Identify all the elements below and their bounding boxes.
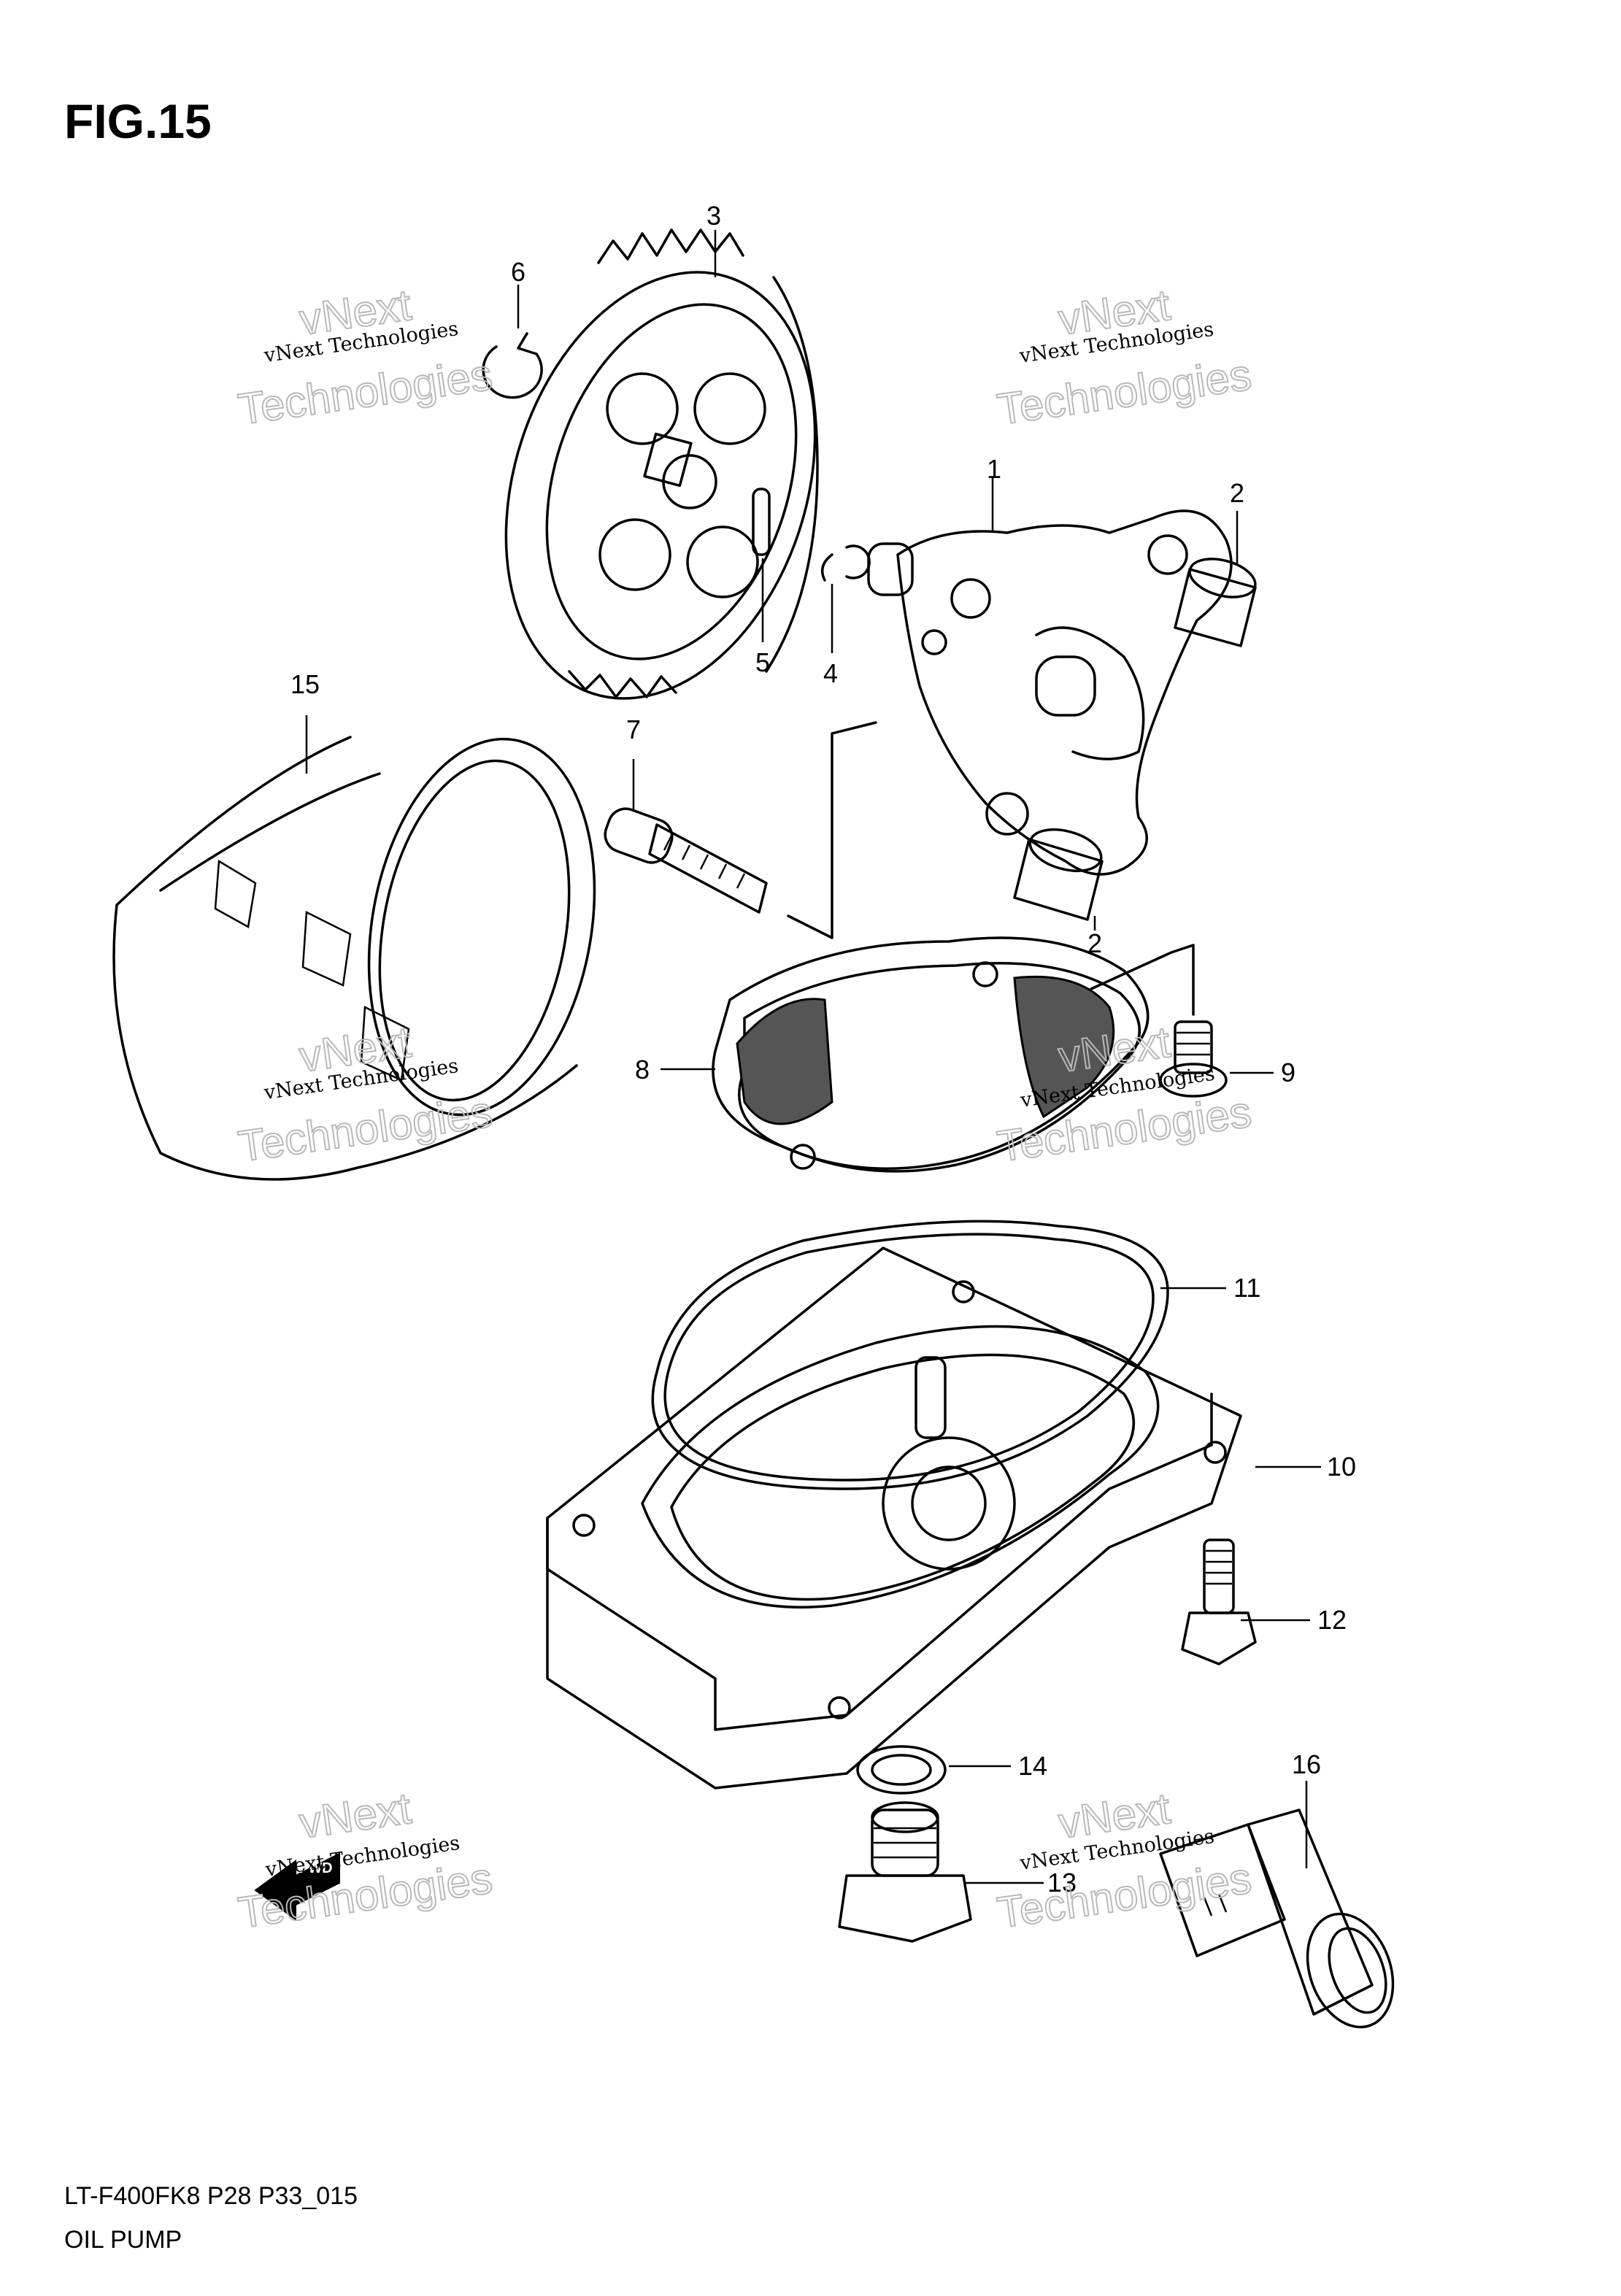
watermark-mid-left: Technologies vNext vNext Technologies [234, 1017, 496, 1172]
callout-leaders [305, 230, 1321, 1884]
callout-2-lower: 2 [1087, 928, 1102, 958]
callout-13: 13 [1047, 1868, 1077, 1898]
short-bolt-part [1159, 1020, 1228, 1098]
o-ring-part [651, 1220, 1169, 1490]
callout-1: 1 [987, 454, 1001, 484]
leader-bolt [787, 721, 877, 939]
figure-title: FIG.15 [64, 94, 212, 148]
callout-7: 7 [626, 714, 641, 744]
watermark-bottom-right: Technologies vNext vNext Technologies [993, 1783, 1255, 1938]
callout-15: 15 [290, 669, 320, 699]
watermark-top-right: Technologies vNext vNext Technologies [993, 280, 1255, 435]
oil-temp-sensor-part [1159, 1808, 1395, 2029]
strainer-gasket-part [712, 936, 1150, 1173]
footer-code: LT-F400FK8 P28 P33_015 [64, 2182, 358, 2210]
footer-title: OIL PUMP [64, 2226, 182, 2254]
long-bolt-part [604, 807, 768, 914]
cover-bolt-part [1181, 1538, 1257, 1665]
callout-14: 14 [1018, 1751, 1047, 1781]
dowel-pin-upper [1174, 558, 1257, 647]
dowel-pin-lower [1013, 828, 1104, 921]
callout-6: 6 [511, 257, 525, 287]
callout-10: 10 [1327, 1452, 1356, 1482]
circlip-part [482, 332, 543, 399]
strainer-cover-part [546, 1247, 1242, 1790]
oil-pump-body [867, 509, 1233, 876]
callout-16: 16 [1292, 1749, 1321, 1779]
forward-arrow-icon: FWD [254, 1852, 340, 1921]
watermark-top-left: Technologies vNext vNext Technologies [234, 280, 496, 435]
oil-filter-part [112, 736, 596, 1181]
e-clip-part [820, 544, 871, 582]
oil-pump-gear [504, 228, 819, 700]
watermark-small-word: vNext [296, 1784, 415, 1848]
callout-11: 11 [1233, 1273, 1260, 1303]
leader-short-bolt [1090, 944, 1195, 1016]
washer-part [856, 1745, 947, 1795]
callout-3: 3 [706, 201, 721, 231]
callout-2-upper: 2 [1230, 478, 1244, 508]
callout-12: 12 [1317, 1605, 1347, 1635]
pin-part [752, 488, 771, 556]
forward-arrow-label: FWD [299, 1860, 333, 1876]
callout-9: 9 [1281, 1058, 1295, 1087]
watermark-bottom-left: Technologies vNext vNext Technologies [234, 1783, 496, 1938]
callout-8: 8 [635, 1055, 650, 1085]
drain-plug-part [838, 1801, 972, 1943]
callout-5: 5 [755, 647, 770, 677]
callout-4: 4 [823, 658, 838, 688]
